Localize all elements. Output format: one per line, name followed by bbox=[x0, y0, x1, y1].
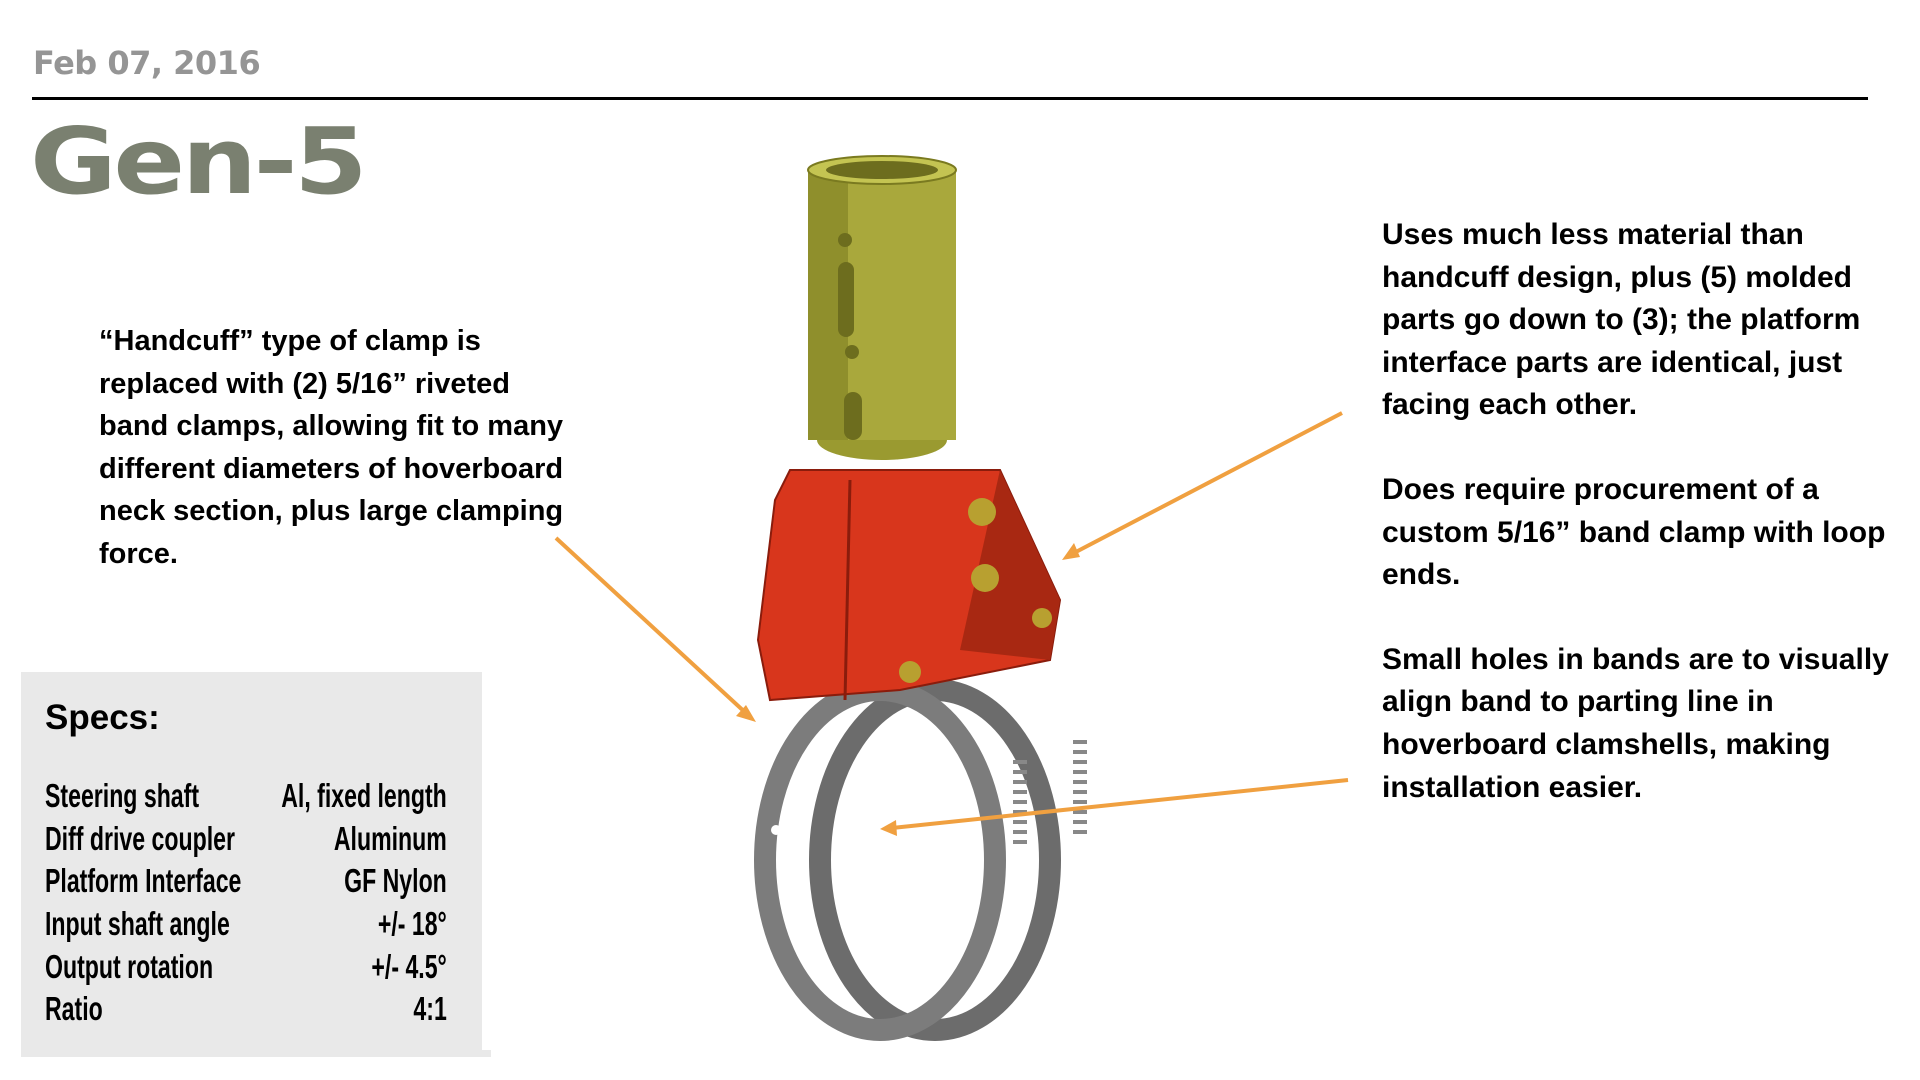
arrow-head-icon bbox=[1062, 543, 1080, 560]
steering-shaft bbox=[807, 155, 957, 460]
callout-arrows bbox=[554, 411, 1349, 836]
platform-interface-clamp bbox=[756, 469, 1062, 702]
band-clamps bbox=[754, 679, 1087, 1041]
spec-value: 4:1 bbox=[413, 990, 447, 1027]
arrow-head-icon bbox=[880, 820, 897, 836]
spec-value: Al, fixed length bbox=[281, 777, 447, 814]
spec-value: Aluminum bbox=[333, 820, 447, 857]
specs-panel-strip bbox=[21, 1050, 491, 1057]
arrow-head-icon bbox=[736, 705, 756, 722]
spec-label: Ratio bbox=[45, 990, 103, 1027]
spec-row: Steering shaft Al, fixed length bbox=[45, 775, 447, 817]
arrow-to-band-holes bbox=[891, 778, 1349, 830]
alignment-holes-note: Small holes in bands are to visually ali… bbox=[1382, 642, 1889, 804]
spec-value: +/- 4.5° bbox=[371, 948, 447, 985]
right-notes: Uses much less material than handcuff de… bbox=[1382, 214, 1902, 851]
spec-row: Ratio 4:1 bbox=[45, 988, 447, 1030]
spec-row: Diff drive coupler Aluminum bbox=[45, 818, 447, 860]
procurement-note: Does require procurement of a custom 5/1… bbox=[1382, 472, 1886, 592]
specs-panel bbox=[21, 672, 482, 1057]
slide-title: Gen-5 bbox=[30, 108, 368, 215]
arrow-to-platform-interface bbox=[1071, 411, 1343, 556]
spec-value: GF Nylon bbox=[344, 862, 447, 899]
arrow-to-band-clamp bbox=[554, 536, 750, 717]
slide-date: Feb 07, 2016 bbox=[33, 44, 261, 82]
spec-value: +/- 18° bbox=[377, 905, 447, 942]
spec-row: Output rotation +/- 4.5° bbox=[45, 946, 447, 988]
spec-row: Input shaft angle +/- 18° bbox=[45, 903, 447, 945]
header-divider bbox=[32, 97, 1868, 100]
spec-label: Steering shaft bbox=[45, 777, 200, 814]
material-note: Uses much less material than handcuff de… bbox=[1382, 218, 1861, 422]
spec-label: Output rotation bbox=[45, 948, 214, 985]
spec-label: Diff drive coupler bbox=[45, 820, 235, 857]
spec-label: Input shaft angle bbox=[45, 905, 230, 942]
spec-row: Platform Interface GF Nylon bbox=[45, 860, 447, 902]
specs-title: Specs: bbox=[45, 698, 160, 737]
clamp-note: “Handcuff” type of clamp is replaced wit… bbox=[99, 325, 564, 570]
spec-label: Platform Interface bbox=[45, 862, 242, 899]
